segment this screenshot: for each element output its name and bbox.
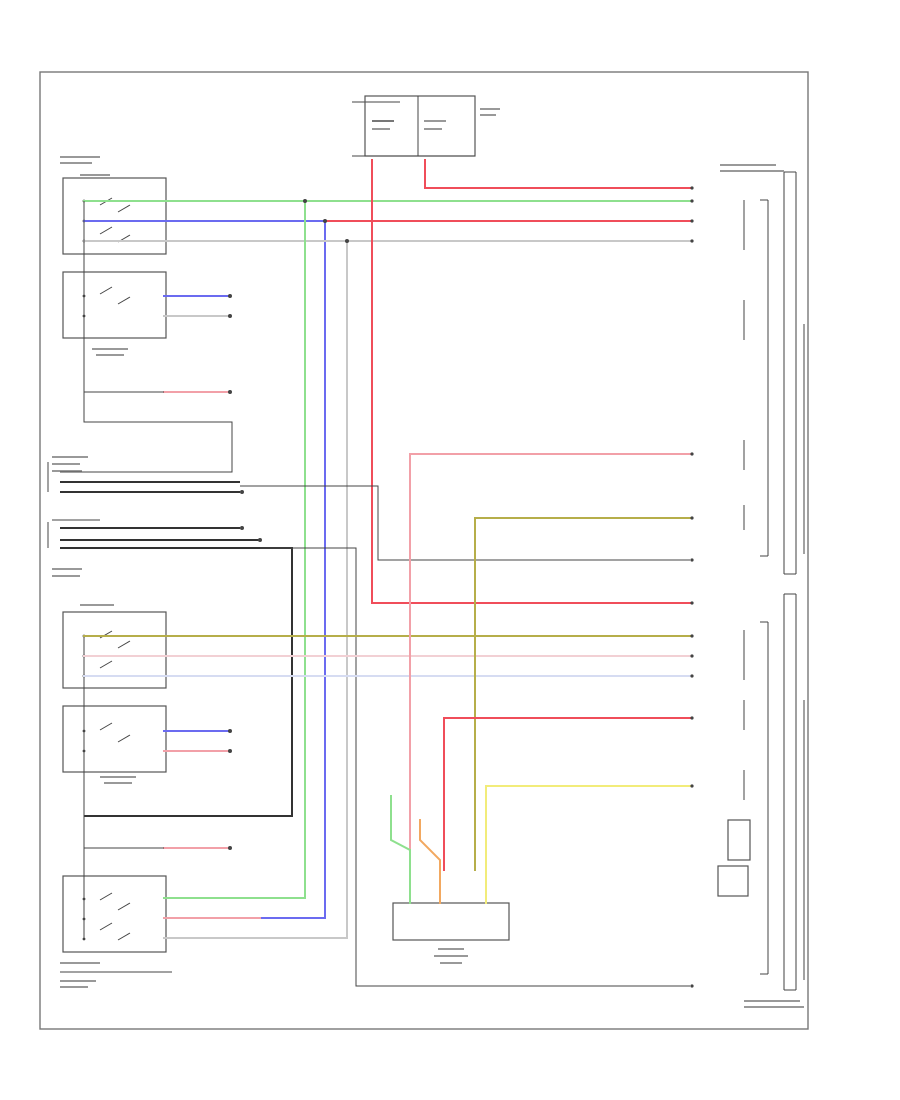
right-terminals <box>690 186 694 988</box>
wire-ground-loop-top <box>60 201 233 473</box>
driver-door-switch <box>60 156 167 255</box>
wire-green-center <box>390 795 411 904</box>
wire-thin-jog <box>240 485 690 561</box>
wire-blue-vertical <box>259 261 326 919</box>
wire-red-center <box>443 717 691 871</box>
wire-dark-5 <box>60 547 293 817</box>
fuse-block <box>352 95 500 157</box>
driver-switch-lower <box>62 271 167 356</box>
wire-red-main <box>371 159 691 604</box>
wire-ground-loop-bottom <box>83 636 164 939</box>
right-module-lower <box>717 593 805 1008</box>
wire-red-feed <box>424 159 691 189</box>
fuse-label-1 <box>372 120 394 122</box>
diagram-border <box>39 71 809 1030</box>
wire-thin-bottom <box>260 547 690 987</box>
wire-green-vertical <box>163 200 306 899</box>
passenger-door-switch <box>60 875 172 988</box>
wire-orange-center <box>419 819 441 904</box>
junction-dots <box>228 199 349 850</box>
connector-group-left <box>47 456 100 577</box>
wire-yellow-center <box>485 785 691 871</box>
rear-switch-lower <box>62 705 167 784</box>
center-module <box>392 902 510 964</box>
wire-gray-vertical <box>163 240 348 939</box>
fuse-label-2 <box>424 120 446 122</box>
wire-pink-center <box>409 453 691 871</box>
right-module-upper <box>720 164 805 575</box>
wire-olive-center <box>474 517 691 871</box>
